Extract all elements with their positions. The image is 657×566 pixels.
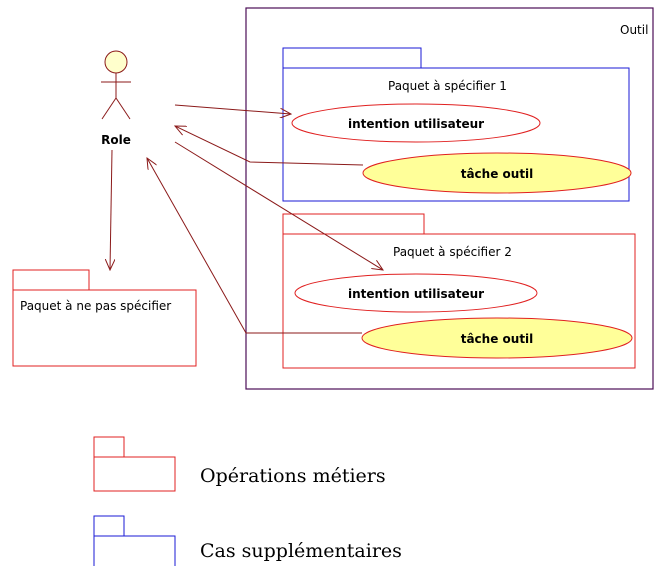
package-unspecified: Paquet à ne pas spécifier — [12, 269, 197, 367]
package-spec-1-label: Paquet à spécifier 1 — [388, 79, 507, 93]
legend-business-label: Opérations métiers — [200, 465, 386, 487]
actor-head — [104, 50, 128, 74]
arrow-task-2-to-role — [147, 158, 362, 334]
package-spec-2-tab — [282, 213, 425, 235]
arrow-role-to-intention-2 — [174, 141, 383, 270]
usecase-intention-1 — [291, 103, 541, 143]
package-spec-1-body — [282, 67, 630, 202]
legend-supplementary: Cas supplémentaires — [93, 515, 402, 566]
package-spec-2: Paquet à spécifier 2 intention utilisate… — [282, 213, 636, 369]
usecase-task-1-label: tâche outil — [461, 167, 534, 181]
usecase-task-1 — [362, 152, 632, 194]
package-spec-1: Paquet à spécifier 1 intention utilisate… — [282, 47, 632, 202]
actor-right-leg — [115, 97, 131, 120]
package-spec-2-body — [282, 233, 636, 369]
legend-supplementary-tab — [93, 515, 125, 537]
tool-frame: Outil — [245, 7, 654, 390]
legend-supplementary-label: Cas supplémentaires — [200, 540, 402, 562]
tool-frame-label: Outil — [620, 23, 648, 37]
legend-business: Opérations métiers — [93, 436, 386, 492]
usecase-intention-1-label: intention utilisateur — [348, 117, 484, 131]
package-unspecified-body — [12, 289, 197, 367]
arrow-role-to-unspecified — [110, 149, 112, 270]
usecase-intention-2 — [294, 273, 538, 313]
associations — [110, 104, 383, 334]
usecase-intention-2-label: intention utilisateur — [348, 287, 484, 301]
usecase-task-2-label: tâche outil — [461, 332, 534, 346]
actor-left-leg — [101, 97, 117, 120]
legend-business-icon — [93, 456, 176, 492]
legend-business-tab — [93, 436, 125, 458]
arrow-role-to-intention-1 — [174, 104, 291, 114]
package-spec-1-tab — [282, 47, 422, 69]
arrow-task-1-to-role — [175, 126, 364, 166]
actor-role: Role — [101, 50, 131, 147]
actor-label: Role — [101, 133, 131, 147]
legend: Opérations métiers Cas supplémentaires — [93, 436, 402, 566]
usecase-task-2 — [361, 317, 633, 359]
package-unspecified-label: Paquet à ne pas spécifier — [20, 299, 171, 313]
legend-supplementary-icon — [93, 535, 176, 566]
package-unspecified-tab — [12, 269, 90, 291]
tool-frame-border — [245, 7, 654, 390]
package-spec-2-label: Paquet à spécifier 2 — [393, 245, 512, 259]
